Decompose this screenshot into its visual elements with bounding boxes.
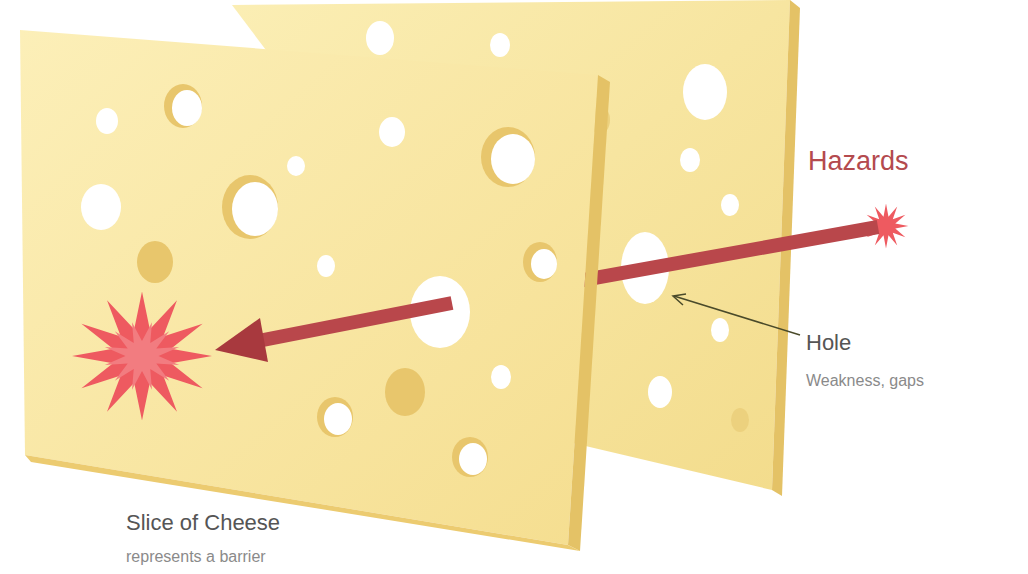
- front-cheese-slice: [20, 30, 610, 551]
- hazard-arrow-head: [215, 303, 452, 362]
- hazard-label: Hazards: [808, 146, 909, 177]
- hole-label: Hole: [806, 330, 851, 356]
- hole-description: Weakness, gaps: [806, 372, 924, 390]
- impact-burst-core: [95, 313, 189, 399]
- impact-burst: [72, 292, 212, 421]
- slice-label: Slice of Cheese: [126, 510, 280, 536]
- slice-description: represents a barrier: [126, 548, 266, 566]
- hole-leader-line: [673, 294, 800, 335]
